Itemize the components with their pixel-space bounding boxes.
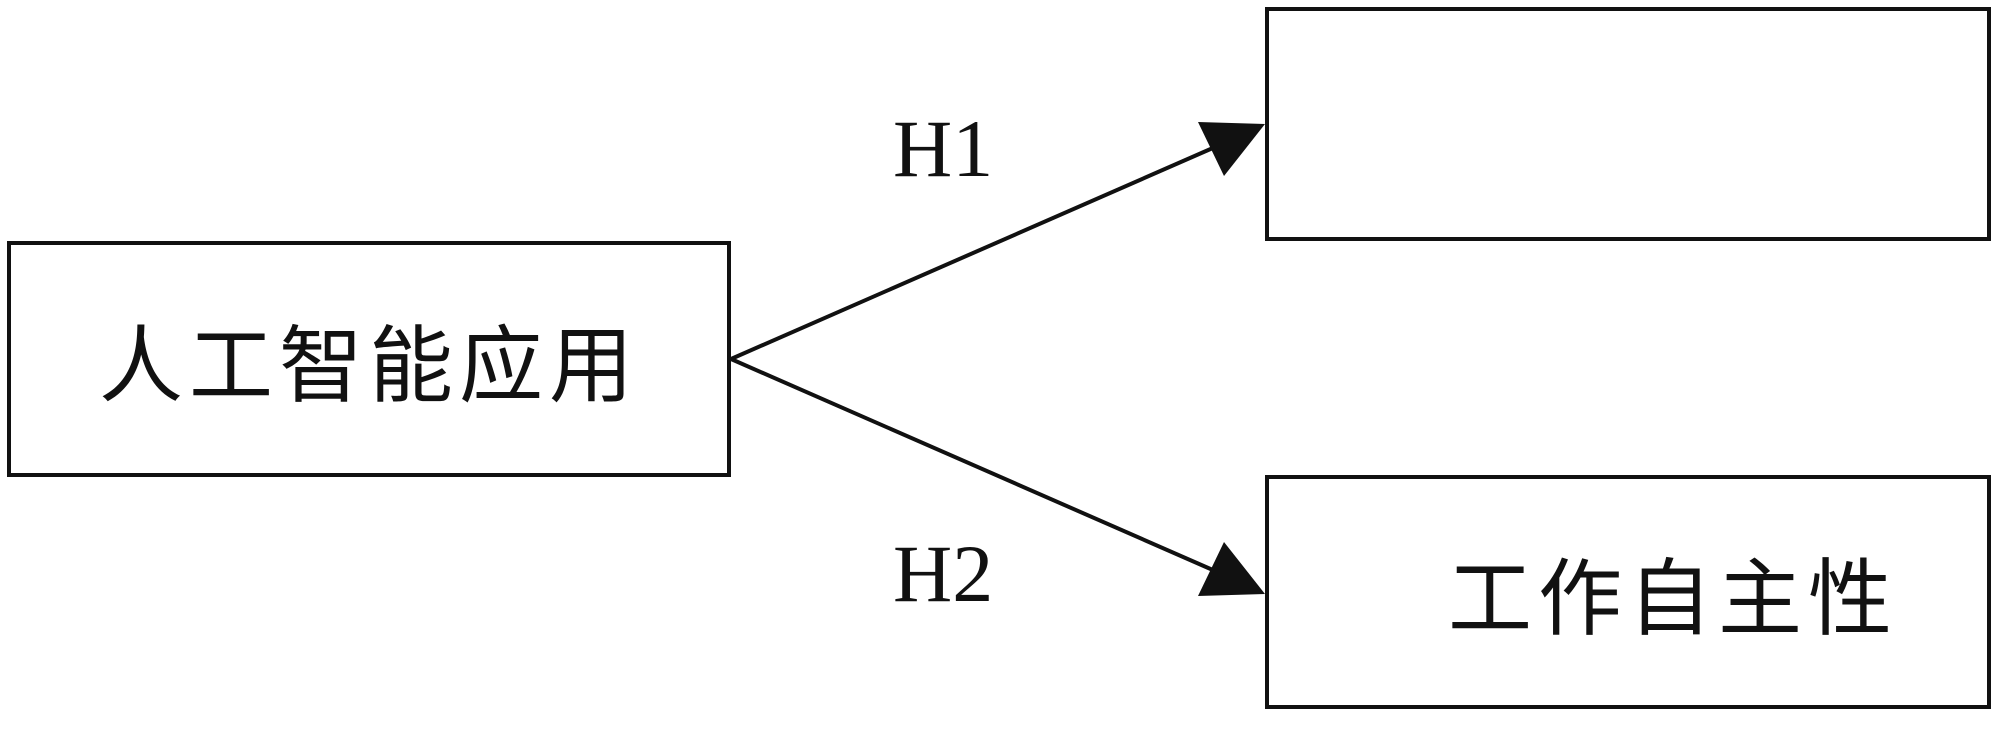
edge-h2 (730, 357, 1265, 596)
node-source-label: 人工智能应用 (98, 316, 639, 415)
edge-h1-line (730, 142, 1223, 361)
node-bottom: 工作自主性 (1265, 475, 1991, 709)
edge-h2-arrowhead (1198, 542, 1265, 596)
edge-h1-arrowhead (1198, 122, 1265, 176)
edge-label-h2: H2 (893, 528, 994, 619)
node-bottom-label: 工作自主性 (1447, 549, 1898, 648)
node-source: 人工智能应用 (7, 241, 731, 477)
edge-h1 (730, 122, 1265, 361)
node-top (1265, 7, 1991, 241)
edge-label-h1: H1 (893, 103, 994, 194)
edge-h2-line (730, 357, 1223, 576)
